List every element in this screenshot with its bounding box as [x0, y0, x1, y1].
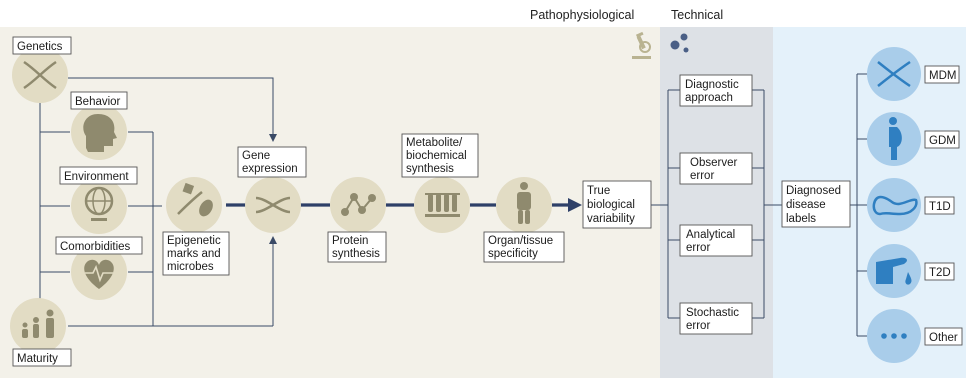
hand-drop-icon [876, 257, 912, 285]
ellipsis-icon [881, 333, 907, 339]
svg-text:Diagnosed: Diagnosed [786, 185, 841, 197]
observer-label: Observer error [679, 152, 753, 185]
svg-text:Epigenetic: Epigenetic [167, 235, 221, 247]
svg-text:expression: expression [242, 163, 298, 175]
svg-text:Environment: Environment [64, 171, 129, 183]
header-pathophysiological: Pathophysiological [530, 8, 634, 22]
variability-label: True biological variability [582, 180, 652, 229]
svg-text:GDM: GDM [929, 135, 956, 147]
svg-text:Behavior: Behavior [75, 96, 121, 108]
svg-text:Organ/tissue: Organ/tissue [488, 235, 553, 247]
globe-icon [84, 186, 114, 221]
comorbidities-label: Comorbidities [55, 236, 143, 255]
family-icon [22, 309, 54, 338]
svg-text:marks and: marks and [167, 248, 221, 260]
behavior-node [71, 104, 127, 160]
dna-blue-icon [877, 60, 911, 88]
diagnosed-label: Diagnosed disease labels [781, 180, 851, 228]
organ-node [496, 177, 552, 233]
dna-icon [23, 60, 57, 90]
svg-text:Observer: Observer [690, 157, 737, 169]
genetics-node [12, 47, 68, 103]
other-label: Other [924, 327, 963, 346]
svg-text:Stochastic: Stochastic [686, 307, 739, 319]
svg-text:Comorbidities: Comorbidities [60, 241, 131, 253]
input-connectors [39, 77, 277, 327]
svg-text:Metabolite/: Metabolite/ [406, 137, 463, 149]
diagnostic-label: Diagnostic approach [679, 74, 753, 107]
gdm-node [867, 112, 921, 166]
pregnant-woman-icon [889, 117, 902, 160]
svg-text:disease: disease [786, 199, 826, 211]
genetics-label: Genetics [12, 36, 72, 55]
head-gears-icon [83, 114, 117, 152]
environment-label: Environment [59, 166, 138, 185]
svg-text:Maturity: Maturity [17, 353, 58, 365]
svg-text:error: error [686, 242, 710, 254]
pancreas-icon [872, 195, 918, 216]
dna-microbe-icon [177, 182, 213, 217]
mdm-label: MDM [924, 65, 960, 84]
dna-horizontal-icon [255, 196, 291, 214]
metabolite-node [414, 177, 470, 233]
metabolite-label: Metabolite/ biochemical synthesis [401, 133, 479, 178]
epigenetic-label: Epigenetic marks and microbes [162, 231, 230, 276]
svg-text:Diagnostic: Diagnostic [685, 79, 739, 91]
microscope-icon [632, 31, 651, 59]
svg-text:True: True [587, 185, 610, 197]
svg-text:error: error [686, 320, 710, 332]
svg-text:biological: biological [587, 199, 635, 211]
svg-text:Genetics: Genetics [17, 41, 63, 53]
svg-text:variability: variability [587, 213, 635, 225]
svg-text:T1D: T1D [929, 201, 951, 213]
protein-synthesis-label: Protein synthesis [327, 231, 387, 263]
t1d-label: T1D [924, 196, 955, 215]
gene-expression-node [245, 177, 301, 233]
maturity-label: Maturity [12, 348, 72, 367]
body-icon [517, 182, 531, 224]
molecule-icon [341, 193, 376, 216]
gdm-label: GDM [924, 130, 960, 149]
epigenetic-node [166, 177, 222, 233]
svg-text:error: error [690, 170, 714, 182]
svg-text:Protein: Protein [332, 235, 368, 247]
svg-text:biochemical: biochemical [406, 150, 467, 162]
protein-node [330, 177, 386, 233]
svg-text:specificity: specificity [488, 248, 538, 260]
svg-text:synthesis: synthesis [332, 248, 380, 260]
header-technical: Technical [671, 8, 723, 22]
t1d-node [867, 178, 921, 232]
t2d-label: T2D [924, 262, 955, 281]
svg-text:Gene: Gene [242, 150, 270, 162]
gene-expression-label: Gene expression [237, 146, 307, 178]
svg-text:MDM: MDM [929, 70, 956, 82]
svg-text:microbes: microbes [167, 261, 214, 273]
t2d-node [867, 244, 921, 298]
comorbidities-node [71, 244, 127, 300]
svg-text:synthesis: synthesis [406, 163, 454, 175]
svg-text:T2D: T2D [929, 267, 951, 279]
behavior-label: Behavior [70, 91, 128, 110]
svg-text:labels: labels [786, 213, 816, 225]
outcome-connectors [850, 73, 868, 337]
svg-text:Analytical: Analytical [686, 229, 735, 241]
mdm-node [867, 47, 921, 101]
analytical-label: Analytical error [679, 224, 753, 257]
environment-node [71, 178, 127, 234]
gears-icon [670, 33, 689, 53]
technical-connectors [651, 89, 782, 319]
organ-label: Organ/tissue specificity [483, 231, 565, 263]
other-node [867, 309, 921, 363]
stochastic-label: Stochastic error [679, 302, 753, 335]
svg-text:Other: Other [929, 332, 958, 344]
svg-text:approach: approach [685, 92, 733, 104]
maturity-node [10, 298, 66, 354]
test-tubes-icon [425, 193, 460, 217]
